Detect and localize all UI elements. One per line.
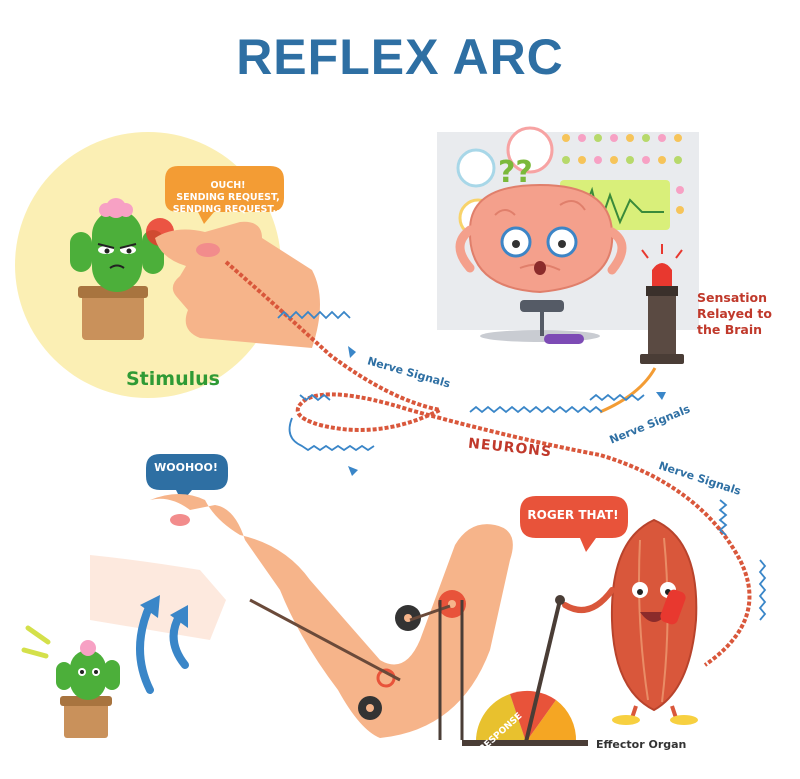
neuron-pathway — [224, 260, 752, 667]
roger-bubble: ROGER THAT! — [527, 508, 619, 522]
gears — [249, 590, 466, 720]
woohoo-bubble: WOOHOO! — [154, 461, 218, 474]
nerve-signal-waves — [277, 310, 767, 621]
ouch-line-2: SENDING REQUEST, — [176, 192, 280, 203]
diagram-title: REFLEX ARC — [236, 29, 564, 85]
sensation-line-1: Sensation — [697, 290, 768, 305]
ouch-bubble: OUCH! SENDING REQUEST, SENDING REQUEST..… — [168, 180, 288, 216]
stimulus-label: Stimulus — [126, 368, 220, 390]
ouch-line-3: SENDING REQUEST... — [172, 204, 284, 215]
question-marks: ?? — [498, 155, 533, 190]
arm-bottom — [150, 494, 513, 738]
cactus-top — [70, 198, 164, 340]
roger-bubble-shape — [520, 496, 628, 552]
arrow-head-2 — [348, 466, 358, 476]
brain-character — [455, 183, 627, 344]
ouch-line-1: OUCH! — [210, 180, 246, 191]
response-gauge — [438, 595, 588, 746]
muscle-character — [562, 518, 698, 725]
sensation-line-2: Relayed to — [697, 306, 772, 321]
arrow-head-1 — [348, 346, 356, 358]
sensation-line-3: the Brain — [697, 322, 763, 337]
sensation-label: Sensation Relayed to the Brain — [697, 290, 772, 338]
alarm-lamp — [640, 244, 684, 364]
arrow-head-3 — [656, 392, 666, 400]
effector-organ-label: Effector Organ — [596, 738, 687, 751]
cactus-bottom — [21, 625, 120, 738]
woohoo-bubble-shape — [146, 454, 228, 502]
neuron-to-brain — [599, 367, 657, 414]
ouch-bubble-shape — [165, 166, 284, 224]
